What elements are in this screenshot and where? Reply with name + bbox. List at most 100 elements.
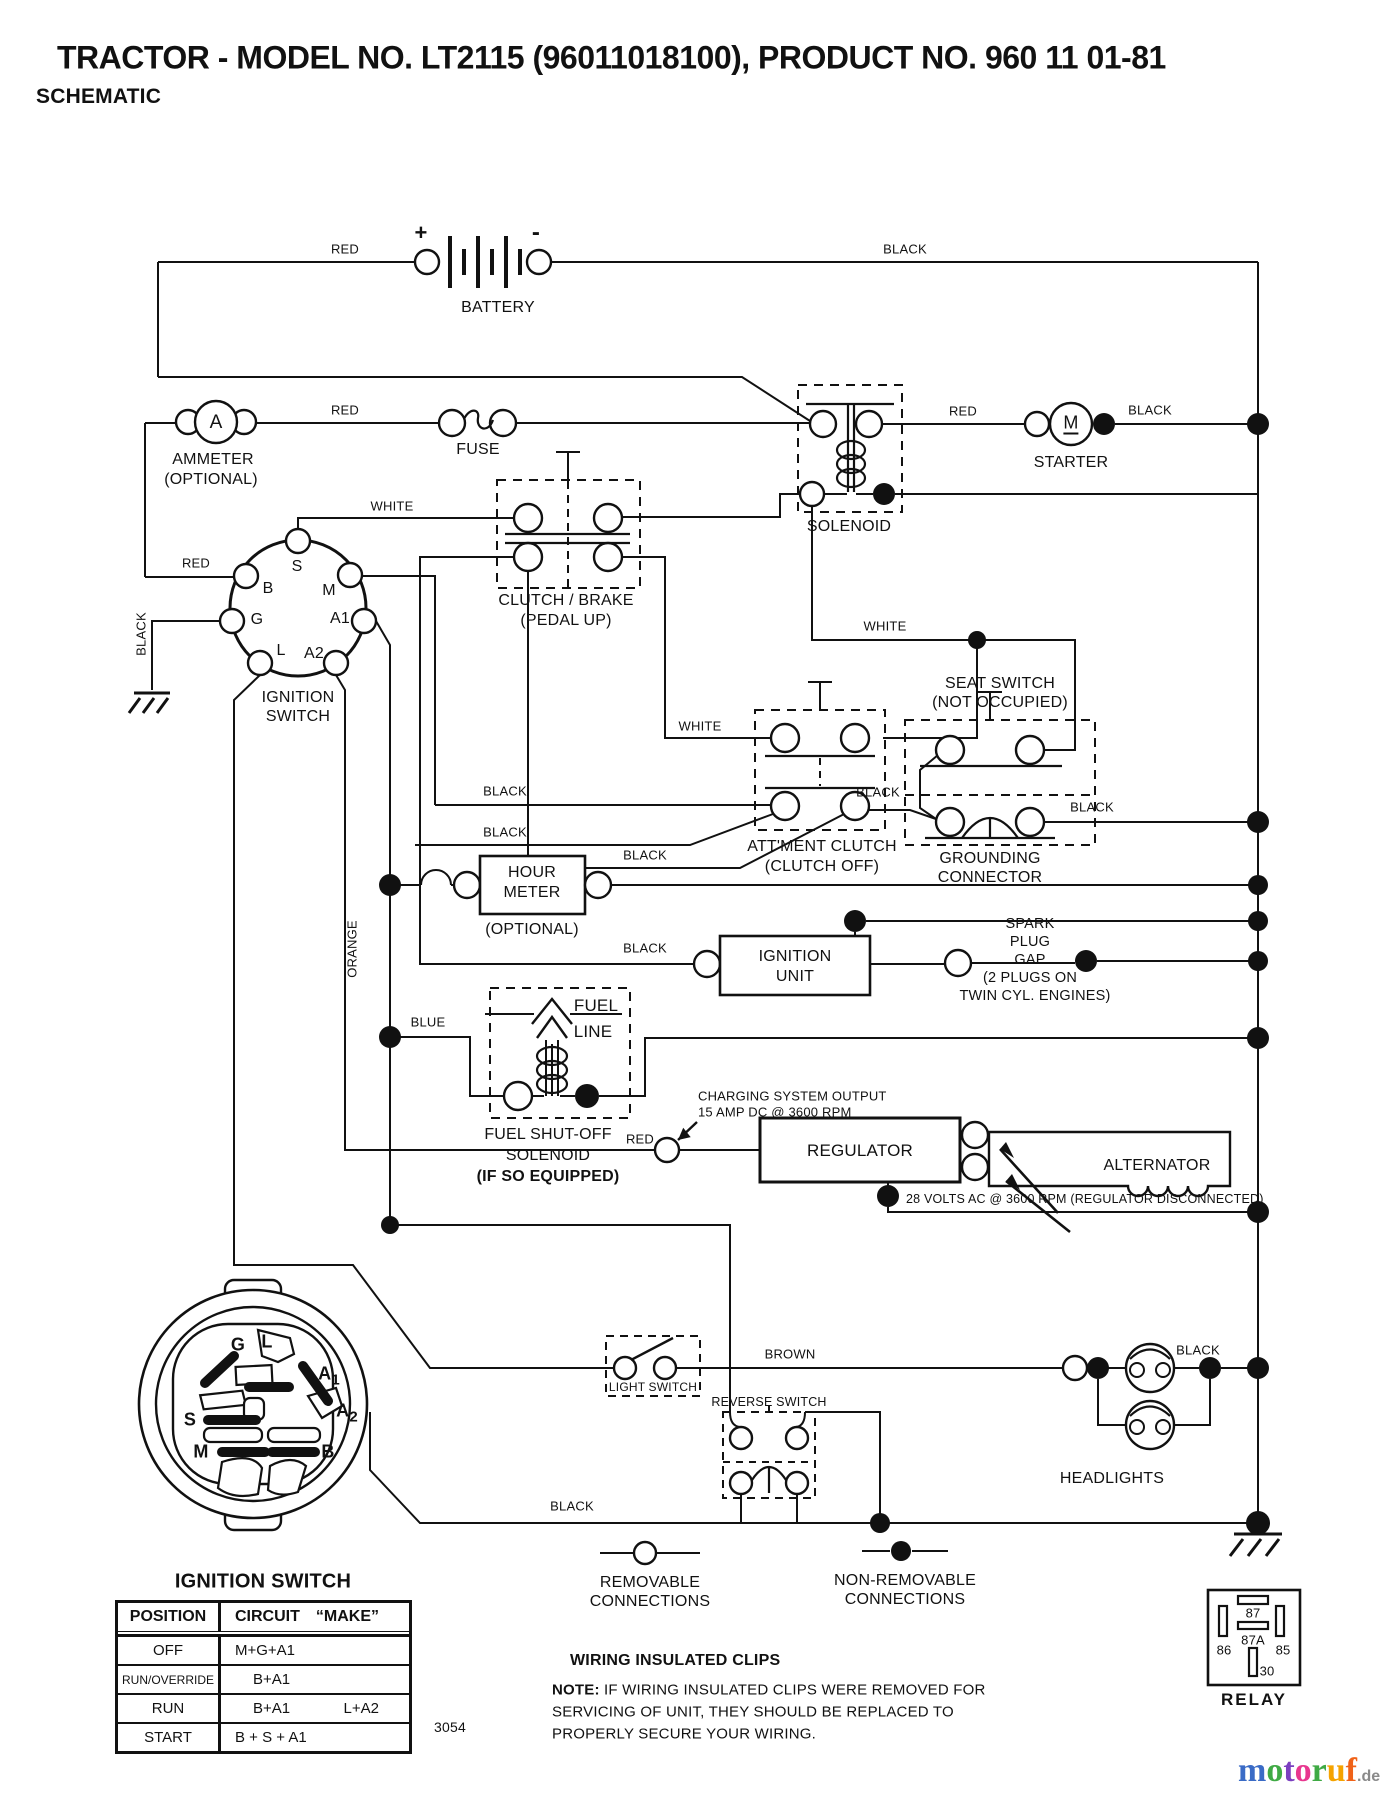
removable-connections-label-2: CONNECTIONS xyxy=(589,1593,711,1610)
wiring-clips-note-line-3: PROPERLY SECURE YOUR WIRING. xyxy=(552,1725,816,1743)
hour-meter-label-1: HOUR xyxy=(508,864,556,881)
seat-switch-symbol xyxy=(904,691,1096,846)
page-subtitle: SCHEMATIC xyxy=(36,85,162,108)
table-cell-position: OFF xyxy=(118,1637,221,1664)
spark-plug-label-1: SPARK xyxy=(1005,916,1055,932)
table-cell-circuit: B + S + A1 xyxy=(235,1729,307,1746)
connector-letter-m: M xyxy=(193,1441,209,1462)
wiring-clips-title: WIRING INSULATED CLIPS xyxy=(570,1652,781,1669)
ignition-switch-label-2: SWITCH xyxy=(265,708,331,725)
charging-note-2: 15 AMP DC @ 3600 RPM xyxy=(698,1104,852,1120)
wire-label-blue: BLUE xyxy=(410,1014,446,1030)
relay-symbol xyxy=(1206,1588,1302,1687)
wire-label-red-fuse: RED xyxy=(330,402,360,418)
hour-meter-note: (OPTIONAL) xyxy=(485,921,579,938)
wire-label-black-headlights: BLACK xyxy=(1176,1342,1220,1358)
headlights-symbol xyxy=(1061,1342,1221,1451)
table-row: RUN/OVERRIDE B+A1 xyxy=(118,1664,409,1693)
non-removable-connection-legend-symbol xyxy=(891,1541,911,1561)
grounding-connector-label-2: CONNECTOR xyxy=(937,869,1043,886)
fuel-line-label-2: LINE xyxy=(573,1022,613,1041)
connector-letter-l: L xyxy=(261,1331,273,1352)
seat-switch-label-1: SEAT SWITCH xyxy=(944,675,1056,692)
regulator-symbol xyxy=(653,1116,990,1207)
ammeter-label-1: AMMETER xyxy=(172,451,254,468)
connector-letter-a2: A2 xyxy=(336,1400,358,1426)
wire-label-black-ground: BLACK xyxy=(133,612,149,656)
ignition-switch-make-table: POSITION CIRCUIT“MAKE” OFF M+G+A1 RUN/OV… xyxy=(115,1600,412,1754)
ammeter-label-2: (OPTIONAL) xyxy=(164,471,258,488)
spark-plug-label-3: GAP xyxy=(1014,952,1046,968)
hour-meter-symbol xyxy=(452,854,613,916)
wire-label-black-battery: BLACK xyxy=(883,241,927,257)
fuse-label: FUSE xyxy=(456,441,500,458)
attachment-clutch-label-2: (CLUTCH OFF) xyxy=(764,858,880,875)
fuel-shutoff-label-3: (IF SO EQUIPPED) xyxy=(476,1168,620,1185)
ignition-switch-terminal-a1: A1 xyxy=(330,610,350,627)
wire-label-black-starter: BLACK xyxy=(1128,402,1172,418)
connector-letter-s: S xyxy=(183,1409,197,1430)
wiring-clips-note-line-2: SERVICING OF UNIT, THEY SHOULD BE REPLAC… xyxy=(552,1703,954,1721)
wire-label-black-seat-left: BLACK xyxy=(856,784,900,800)
wire-label-black-seat-right: BLACK xyxy=(1070,799,1114,815)
doc-number: 3054 xyxy=(434,1719,466,1735)
fuel-shutoff-solenoid-symbol xyxy=(489,987,631,1119)
ignition-unit-symbol xyxy=(692,910,1097,997)
ignition-switch-schematic-symbol xyxy=(218,527,378,678)
table-row: START B + S + A1 xyxy=(118,1722,409,1751)
charging-arrow xyxy=(677,1121,698,1141)
removable-connections-label-1: REMOVABLE xyxy=(599,1574,701,1591)
table-cell-position: RUN xyxy=(118,1695,221,1722)
ignition-switch-terminal-b: B xyxy=(262,580,274,597)
solenoid-label: SOLENOID xyxy=(806,518,892,535)
relay-pin-87: 87 xyxy=(1245,1605,1261,1621)
light-switch-label: LIGHT SWITCH xyxy=(608,1380,698,1394)
wire-label-red-ignition: RED xyxy=(181,555,211,571)
ignition-switch-terminal-m: M xyxy=(322,582,336,599)
ground-symbol-right xyxy=(1228,1532,1282,1557)
wire-label-black-att-3: BLACK xyxy=(623,847,667,863)
junction-dots xyxy=(379,413,1270,1535)
seat-switch-label-2: (NOT OCCUPIED) xyxy=(932,694,1068,711)
table-row: OFF M+G+A1 xyxy=(118,1635,409,1664)
alternator-label: ALTERNATOR xyxy=(1103,1157,1211,1174)
wire-label-white-attachment: WHITE xyxy=(678,718,722,734)
charging-note-1: CHARGING SYSTEM OUTPUT xyxy=(698,1088,887,1104)
ignition-switch-terminal-g: G xyxy=(250,611,264,628)
alternator-symbol xyxy=(987,1130,1232,1234)
battery-minus-sign: - xyxy=(531,219,541,246)
starter-symbol xyxy=(1023,401,1115,447)
attachment-clutch-switch-symbol xyxy=(754,681,886,831)
removable-connection-legend-symbol xyxy=(632,1540,658,1566)
clutch-brake-label-2: (PEDAL UP) xyxy=(520,612,612,629)
relay-label: RELAY xyxy=(1220,1690,1288,1709)
table-cell-position: START xyxy=(118,1724,221,1751)
ignition-switch-terminal-l: L xyxy=(276,642,286,659)
ground-symbol-left xyxy=(127,691,170,714)
starter-label: STARTER xyxy=(1033,454,1109,471)
non-removable-connections-label-2: CONNECTIONS xyxy=(844,1591,966,1608)
table-header-circuit: CIRCUIT“MAKE” xyxy=(235,1608,379,1625)
wire-label-red-starter: RED xyxy=(948,403,978,419)
table-header-row: POSITION CIRCUIT“MAKE” xyxy=(118,1603,409,1635)
clutch-brake-switch-symbol xyxy=(496,451,641,589)
spark-plug-label-4: (2 PLUGS ON xyxy=(982,970,1078,986)
connector-letter-g: G xyxy=(230,1334,246,1355)
starter-symbol-letter: M xyxy=(1063,412,1079,435)
non-removable-connections-label-1: NON-REMOVABLE xyxy=(834,1572,976,1589)
fuse-symbol xyxy=(437,408,518,438)
wire-label-white-interlock: WHITE xyxy=(863,618,907,634)
battery-label: BATTERY xyxy=(461,299,535,316)
table-cell-position: RUN/OVERRIDE xyxy=(118,1666,221,1693)
wire-label-white-clutch: WHITE xyxy=(370,498,414,514)
clutch-brake-label-1: CLUTCH / BRAKE xyxy=(498,592,634,609)
wire-label-orange: ORANGE xyxy=(344,920,360,978)
page-title: TRACTOR - MODEL NO. LT2115 (96011018100)… xyxy=(57,39,1166,76)
connector-title: IGNITION SWITCH xyxy=(174,1570,352,1593)
spark-plug-label-2: PLUG xyxy=(1009,934,1051,950)
relay-pin-85: 85 xyxy=(1275,1642,1291,1658)
motoruf-logo-suffix: .de xyxy=(1357,1768,1381,1785)
